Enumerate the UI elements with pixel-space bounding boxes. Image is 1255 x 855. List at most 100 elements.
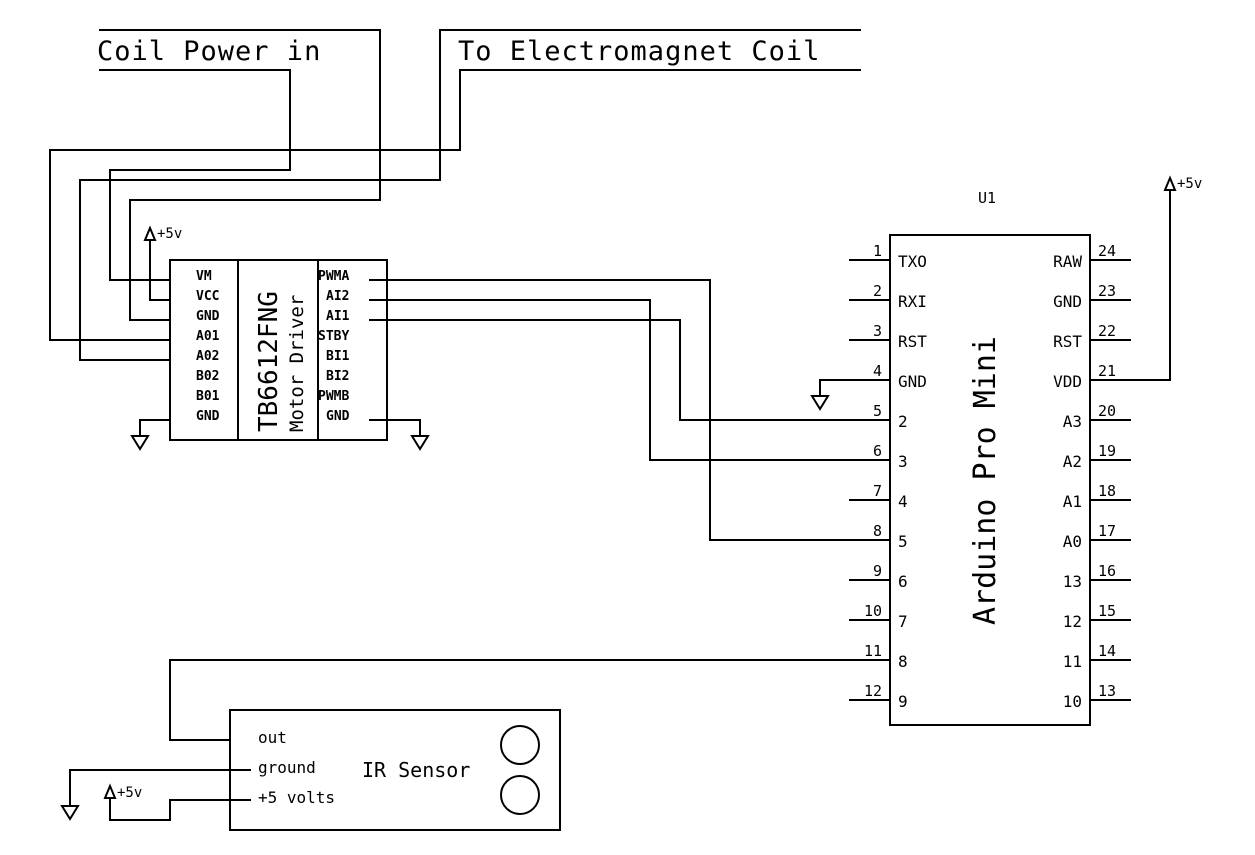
pin-label: A02 [196, 349, 219, 364]
arduino-title: Arduino Pro Mini [968, 336, 1003, 625]
power-label: +5v [157, 226, 182, 242]
pin-number: 3 [873, 322, 882, 340]
power-label: +5v [117, 785, 142, 801]
wire-coil-a01 [49, 69, 461, 341]
driver-left-pins: VM VCC GND A01 A02 B02 B01 GND [196, 269, 220, 424]
pin-label: BI2 [326, 369, 349, 384]
ir-pin-label: out [258, 728, 287, 747]
pin-number: 5 [873, 402, 882, 420]
pin-name: TXO [898, 252, 927, 271]
ground-icon [130, 435, 150, 451]
wire-ir-out [169, 659, 851, 741]
ground-icon [410, 435, 430, 451]
wire-gnd [819, 379, 851, 396]
ir-emitter-icon [500, 725, 540, 765]
pin-name: A1 [1063, 492, 1082, 511]
pin-name: 8 [898, 652, 908, 671]
pin-name: 2 [898, 412, 908, 431]
pin-number: 1 [873, 242, 882, 260]
power-arrow-icon [1163, 175, 1177, 191]
ir-receiver-icon [500, 775, 540, 815]
pin-number: 9 [873, 562, 882, 580]
pin-number: 18 [1098, 482, 1116, 500]
pin-name: 6 [898, 572, 908, 591]
pin-number: 12 [864, 682, 882, 700]
ir-pin-label: +5 volts [258, 788, 335, 807]
pin-number: 6 [873, 442, 882, 460]
motor-driver: TB6612FNG Motor Driver VM VCC GND A01 A0… [169, 259, 388, 441]
pin-number: 10 [864, 602, 882, 620]
power-label: +5v [1177, 176, 1202, 192]
pin-name: 10 [1063, 692, 1082, 711]
pin-name: RST [1053, 332, 1082, 351]
pin-number: 14 [1098, 642, 1116, 660]
pin-number: 11 [864, 642, 882, 660]
power-arrow-icon [143, 225, 157, 241]
pin-name: 11 [1063, 652, 1082, 671]
pin-number: 21 [1098, 362, 1116, 380]
ir-sensor-outline [229, 709, 561, 831]
pin-number: 19 [1098, 442, 1116, 460]
pin-number: 16 [1098, 562, 1116, 580]
ground-icon [810, 395, 830, 411]
coil-power-label-group: Coil Power in [97, 29, 381, 71]
pin-number: 24 [1098, 242, 1116, 260]
pin-name: GND [1053, 292, 1082, 311]
pin-name: A3 [1063, 412, 1082, 431]
driver-core [237, 259, 319, 441]
pin-name: A0 [1063, 532, 1082, 551]
pin-label: GND [326, 409, 350, 424]
pin-number: 8 [873, 522, 882, 540]
pin-name: 12 [1063, 612, 1082, 631]
power-symbol: +5v [103, 783, 142, 801]
pin-name: VDD [1053, 372, 1082, 391]
driver-right-pins: PWMA AI2 AI1 STBY BI1 BI2 PWMB GND [318, 269, 350, 424]
pin-number: 22 [1098, 322, 1116, 340]
pin-label: VCC [196, 289, 219, 304]
pin-label: GND [196, 409, 220, 424]
pin-name: 7 [898, 612, 908, 631]
wire-coil-power-vm [109, 69, 291, 281]
pin-number: 23 [1098, 282, 1116, 300]
pin-number: 17 [1098, 522, 1116, 540]
coil-power-label: Coil Power in [97, 36, 321, 67]
pin-label: PWMB [318, 389, 349, 404]
ground-icon [60, 805, 80, 821]
wire-ir-vcc [109, 797, 251, 821]
pin-label: AI2 [326, 289, 349, 304]
ir-pin-label: ground [258, 758, 316, 777]
wire-ai2 [369, 299, 891, 461]
pin-label: STBY [318, 329, 349, 344]
power-symbol: +5v [143, 225, 182, 242]
pin-number: 4 [873, 362, 882, 380]
pin-label: A01 [196, 329, 220, 344]
wire-gnd [369, 419, 421, 436]
pin-name: RXI [898, 292, 927, 311]
power-arrow-icon [103, 783, 117, 799]
wire-vdd [1129, 189, 1171, 381]
wire-coil-power-gnd [129, 29, 381, 321]
pin-name: GND [898, 372, 927, 391]
pin-number: 15 [1098, 602, 1116, 620]
driver-title: TB6612FNG [254, 291, 284, 432]
pin-number: 7 [873, 482, 882, 500]
pin-label: B01 [196, 389, 220, 404]
pin-name: 9 [898, 692, 908, 711]
to-coil-label-group: To Electromagnet Coil [439, 29, 861, 71]
pin-label: GND [196, 309, 220, 324]
pin-label: B02 [196, 369, 219, 384]
pin-name: RAW [1053, 252, 1082, 271]
wire-coil-a02 [79, 29, 441, 361]
to-coil-label: To Electromagnet Coil [458, 36, 820, 67]
pin-name: A2 [1063, 452, 1082, 471]
power-symbol: +5v [1163, 175, 1202, 192]
ir-sensor: out ground +5 volts IR Sensor [229, 709, 561, 831]
arduino-pro-mini: U1 Arduino Pro Mini 1TXO2RXI3RST4GND5263… [849, 189, 1131, 726]
pin-number: 20 [1098, 402, 1116, 420]
arduino-right-pins: 24RAW23GND22RST21VDD20A319A218A117A01613… [1053, 242, 1131, 711]
pin-number: 2 [873, 282, 882, 300]
pin-label: VM [196, 269, 212, 284]
driver-subtitle: Motor Driver [286, 295, 308, 432]
